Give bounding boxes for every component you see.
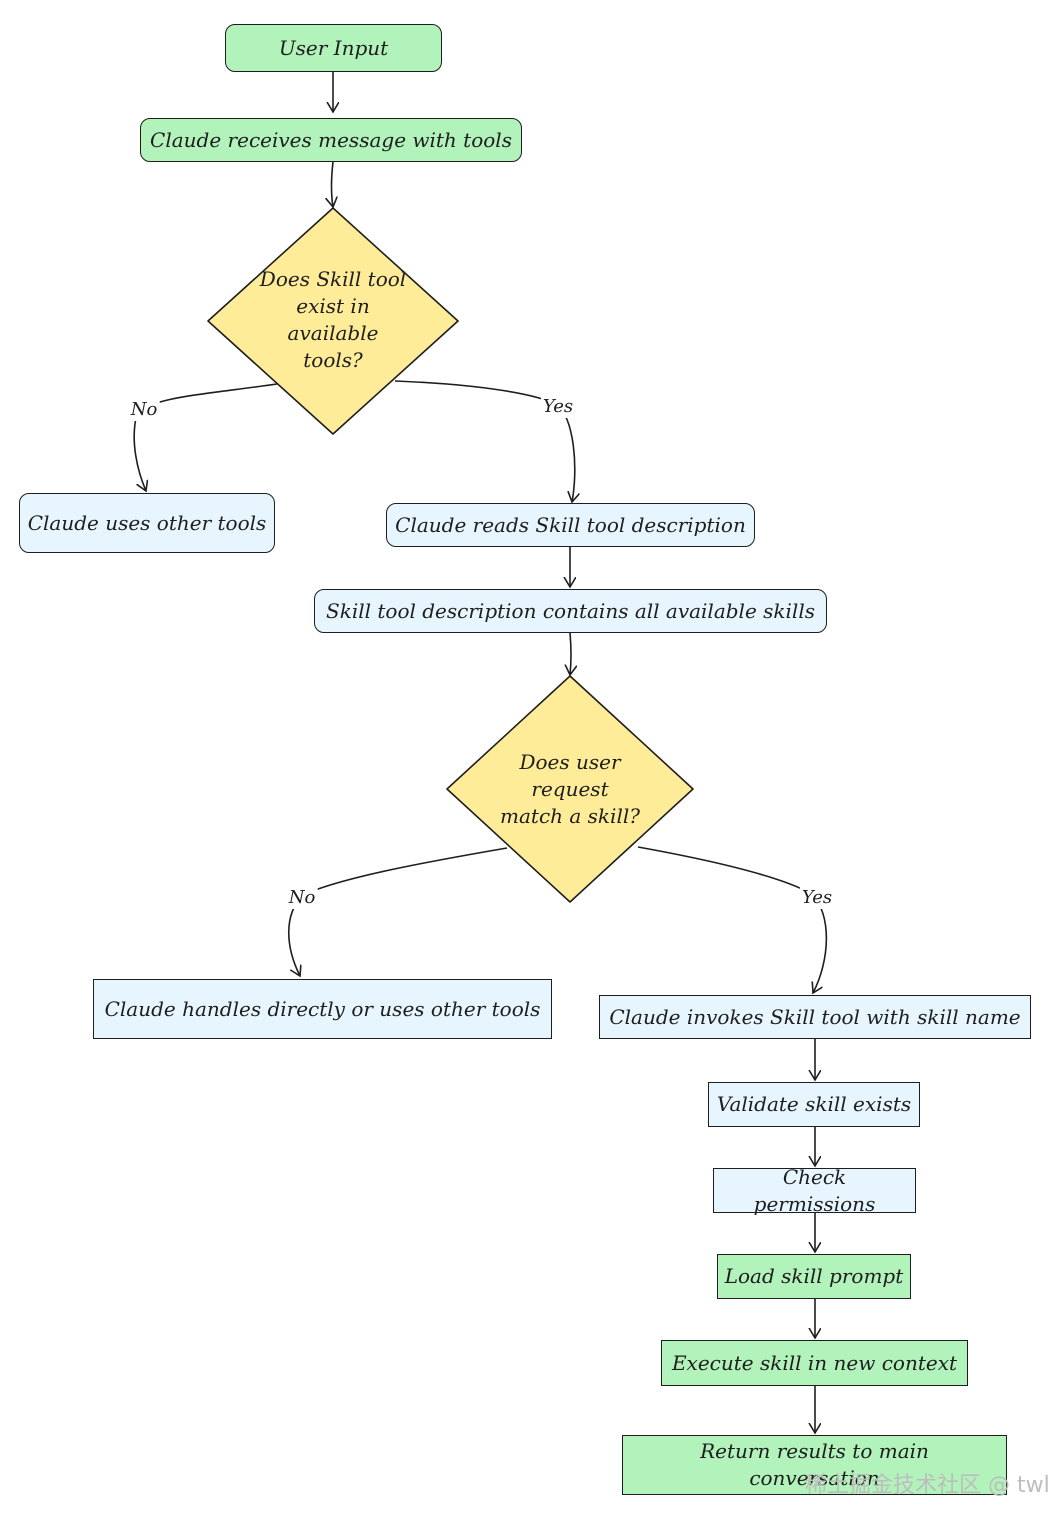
decision-skill-tool-label: Does Skill tool exist in available tools… — [259, 267, 407, 372]
decision-match-shape — [446, 675, 694, 903]
edge-receives-to-decision1 — [332, 161, 334, 207]
node-invokes-skill-tool: Claude invokes Skill tool with skill nam… — [599, 995, 1031, 1039]
node-check-permissions: Check permissions — [713, 1165, 916, 1216]
node-load-skill-prompt: Load skill prompt — [717, 1254, 911, 1299]
edge-label-decision2-no: No — [286, 887, 318, 909]
node-receives-message: Claude receives message with tools — [140, 118, 522, 162]
edge-contains-to-decision2 — [570, 632, 571, 675]
edge-label-decision1-no: No — [128, 399, 160, 421]
node-reads-description: Claude reads Skill tool description — [386, 503, 755, 547]
node-handles-directly: Claude handles directly or uses other to… — [93, 979, 552, 1039]
decision-skill-tool-shape — [207, 207, 459, 435]
node-execute-skill: Execute skill in new context — [661, 1340, 968, 1386]
node-validate-skill: Validate skill exists — [708, 1082, 920, 1127]
edge-decision2-no — [287, 847, 508, 976]
edge-decision2-yes — [637, 846, 828, 993]
edge-label-decision1-yes: Yes — [540, 396, 576, 418]
watermark: 稀土掘金技术社区 @ twl — [805, 1473, 1050, 1498]
edge-label-decision2-yes: Yes — [799, 887, 835, 909]
node-user-input: User Input — [225, 24, 442, 72]
node-uses-other-tools: Claude uses other tools — [19, 493, 275, 553]
node-return-results: Return results to main conversation — [622, 1435, 1007, 1495]
node-description-contains-skills: Skill tool description contains all avai… — [314, 589, 827, 633]
decision-match-label: Does user request match a skill? — [500, 749, 640, 828]
